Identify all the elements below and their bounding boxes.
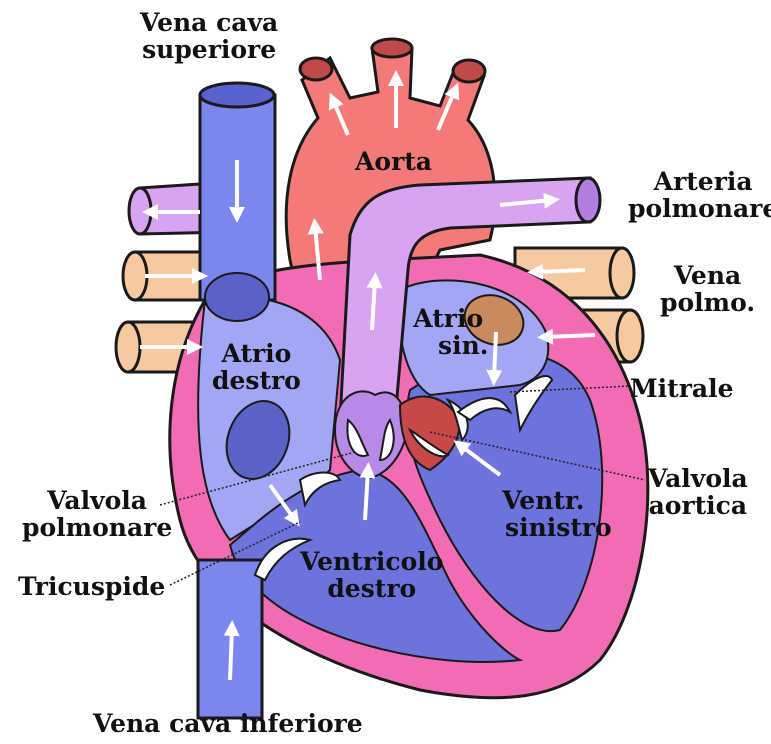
label-vena-cava-superiore: Vena cava superiore bbox=[140, 9, 278, 63]
label-ventr-sinistro-line1: Ventr. bbox=[475, 487, 612, 514]
label-vena-cava-superiore-line2: superiore bbox=[140, 36, 278, 63]
label-vena-polmo-line1: Vena bbox=[660, 262, 755, 289]
label-vena-polmo-line2: polmo. bbox=[660, 289, 755, 316]
label-valvola-aortica-line1: Valvola bbox=[648, 465, 748, 492]
label-aorta: Aorta bbox=[355, 148, 432, 175]
label-mitrale: Mitrale bbox=[630, 375, 734, 402]
label-arteria-polmonare-line2: polmonare bbox=[628, 195, 771, 222]
label-vena-polmo: Vena polmo. bbox=[660, 262, 755, 316]
label-vena-cava-superiore-line1: Vena cava bbox=[140, 9, 278, 36]
label-atrio-destro-line2: destro bbox=[212, 367, 301, 394]
label-atrio-sin: Atrio sin. bbox=[408, 305, 488, 359]
label-ventr-sinistro-line2: sinistro bbox=[505, 514, 612, 541]
label-ventricolo-destro-line2: destro bbox=[300, 575, 443, 602]
label-ventr-sinistro: Ventr. sinistro bbox=[475, 487, 612, 541]
label-atrio-sin-line2: sin. bbox=[438, 332, 488, 359]
label-arteria-polmonare: Arteria polmonare bbox=[628, 168, 771, 222]
label-valvola-polmonare-line1: Valvola bbox=[22, 487, 172, 514]
label-valvola-polmonare-line2: polmonare bbox=[22, 514, 172, 541]
label-ventricolo-destro-line1: Ventricolo bbox=[300, 548, 443, 575]
pulmonary-artery-right-end bbox=[576, 178, 600, 222]
label-atrio-sin-line1: Atrio bbox=[408, 305, 488, 332]
label-valvola-polmonare: Valvola polmonare bbox=[22, 487, 172, 541]
label-valvola-aortica-line2: aortica bbox=[648, 492, 748, 519]
label-vena-cava-inferiore: Vena cava inferiore bbox=[93, 710, 363, 737]
label-atrio-destro-line1: Atrio bbox=[212, 340, 301, 367]
label-valvola-aortica: Valvola aortica bbox=[648, 465, 748, 519]
label-arteria-polmonare-line1: Arteria bbox=[628, 168, 771, 195]
label-tricuspide: Tricuspide bbox=[18, 573, 165, 600]
label-ventricolo-destro: Ventricolo destro bbox=[300, 548, 443, 602]
label-atrio-destro: Atrio destro bbox=[212, 340, 301, 394]
superior-vena-cava-opening bbox=[205, 273, 269, 321]
